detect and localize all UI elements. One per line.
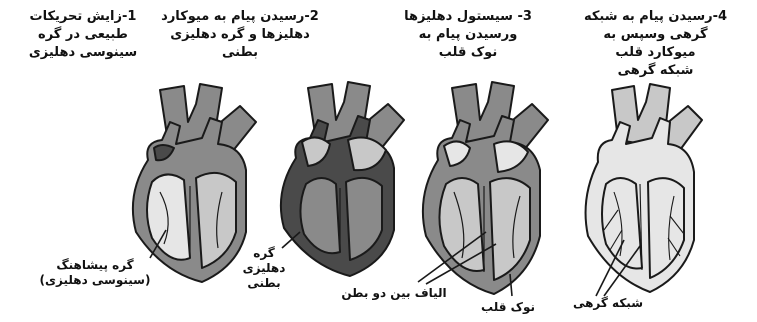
step-4-caption: 4-رسیدن پیام به شبکه گرهی وسپس به میوکار… [568,8,743,80]
nodal-network-label: شبکه گرهی [560,296,656,311]
step-3-caption: 3- سیستول دهلیزها ورسیدن پیام به نوک قلب [398,8,538,62]
apex-label: نوک قلب [476,300,540,315]
heart-4-illustration [574,80,714,300]
av-node-label: گره دهلیزی بطنی [236,246,292,291]
septal-fibers-label: الیاف بین دو بطن [324,286,464,301]
step-2-caption: 2-رسیدن پیام به میوکارد دهلیزها و گره ده… [150,8,330,62]
step-1-caption: 1-زایش تحریکات طبیعی در گره سینوسی دهلیز… [18,8,148,62]
heart-3-illustration [410,80,560,302]
sa-node-label: گره پیشاهنگ (سینوسی دهلیزی) [20,258,170,288]
